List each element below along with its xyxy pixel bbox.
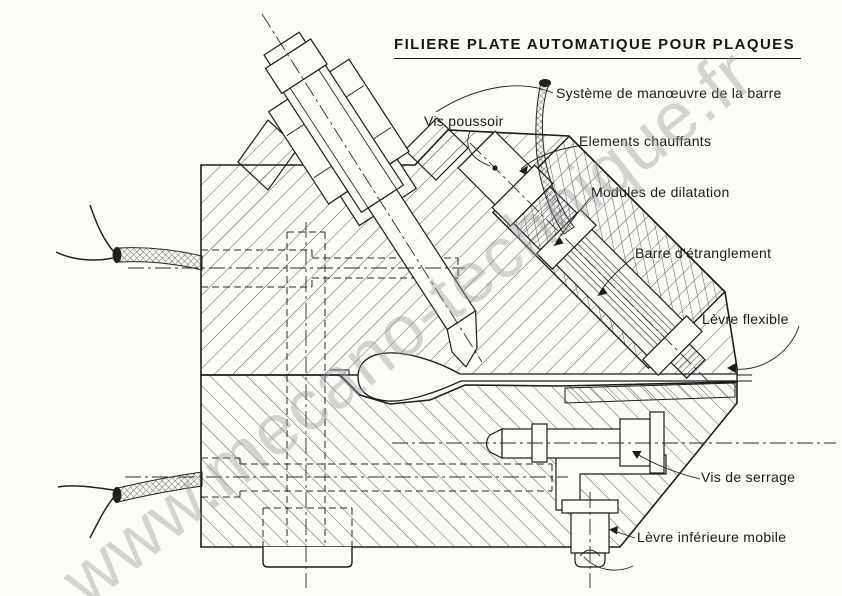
parting-line-step xyxy=(330,369,350,375)
heater-cables xyxy=(55,79,575,539)
pusher-screw-assembly xyxy=(237,31,478,368)
leader-barre xyxy=(599,256,635,293)
arrow-elements xyxy=(519,165,528,175)
cable-ferrule-upper-left xyxy=(112,247,122,263)
leader-systeme xyxy=(435,85,554,113)
leader-lines xyxy=(435,85,800,571)
maneuver-cable-braid xyxy=(535,81,575,235)
arrow-vis-serrage xyxy=(632,451,642,459)
pusher-screw-axis xyxy=(261,13,483,363)
bar-end-cap-bottom xyxy=(641,314,703,377)
leader-levre-inf-curl xyxy=(583,556,634,571)
leader-vis-poussoir xyxy=(467,130,491,167)
arrow-levre-inf xyxy=(609,526,618,535)
cable-ferrule-lower-left xyxy=(112,487,122,503)
clamp-screw-shaft xyxy=(501,428,623,459)
maneuver-cable-ferrule xyxy=(539,79,551,87)
locating-foot xyxy=(262,547,353,568)
leader-elements xyxy=(520,145,579,170)
leader-vis-serrage xyxy=(636,453,701,480)
label-vis-de-serrage: Vis de serrage xyxy=(701,469,796,485)
screw-tip xyxy=(446,310,478,368)
label-barre-etranglement: Barre d'étranglement xyxy=(635,245,772,261)
lower-lip-wedge xyxy=(564,382,736,404)
centerlines xyxy=(125,13,836,588)
leader-levre-inf xyxy=(613,530,636,539)
leader-levre-flexible xyxy=(732,325,800,370)
arrow-levre-flexible xyxy=(727,363,736,373)
drawing-title: FILIERE PLATE AUTOMATIQUE POUR PLAQUES xyxy=(394,36,801,59)
label-levre-inferieure: Lèvre inférieure mobile xyxy=(637,529,787,545)
cable-braid-lower-left xyxy=(117,471,203,503)
hidden-lines xyxy=(201,231,553,547)
extruded-sheet xyxy=(737,374,752,382)
gland-boss-right xyxy=(404,117,469,181)
label-elements-chauffants: Elements chauffants xyxy=(579,133,712,149)
screw-cap-washer xyxy=(263,31,307,66)
arrow-barre xyxy=(597,287,608,296)
arrow-modules xyxy=(553,237,564,246)
cable-wires-lower-left xyxy=(57,485,115,539)
label-modules-dilatation: Modules de dilatation xyxy=(591,184,730,200)
cable-wires-upper-left xyxy=(55,204,115,261)
label-vis-poussoir: Vis poussoir xyxy=(424,113,504,129)
lip-bracket xyxy=(555,454,667,511)
clamp-screw-plate xyxy=(649,411,665,474)
leader-modules xyxy=(555,196,592,243)
choke-bar-axis xyxy=(469,142,711,384)
clamp-screw-tip xyxy=(485,428,503,459)
label-systeme-de-manoeuvre: Système de manœuvre de la barre xyxy=(556,85,782,101)
label-levre-flexible: Lèvre flexible xyxy=(702,311,789,327)
leader-dot-vis-poussoir xyxy=(492,165,498,171)
cable-braid-upper-left xyxy=(117,247,203,271)
melt-flow-channel xyxy=(357,352,738,402)
